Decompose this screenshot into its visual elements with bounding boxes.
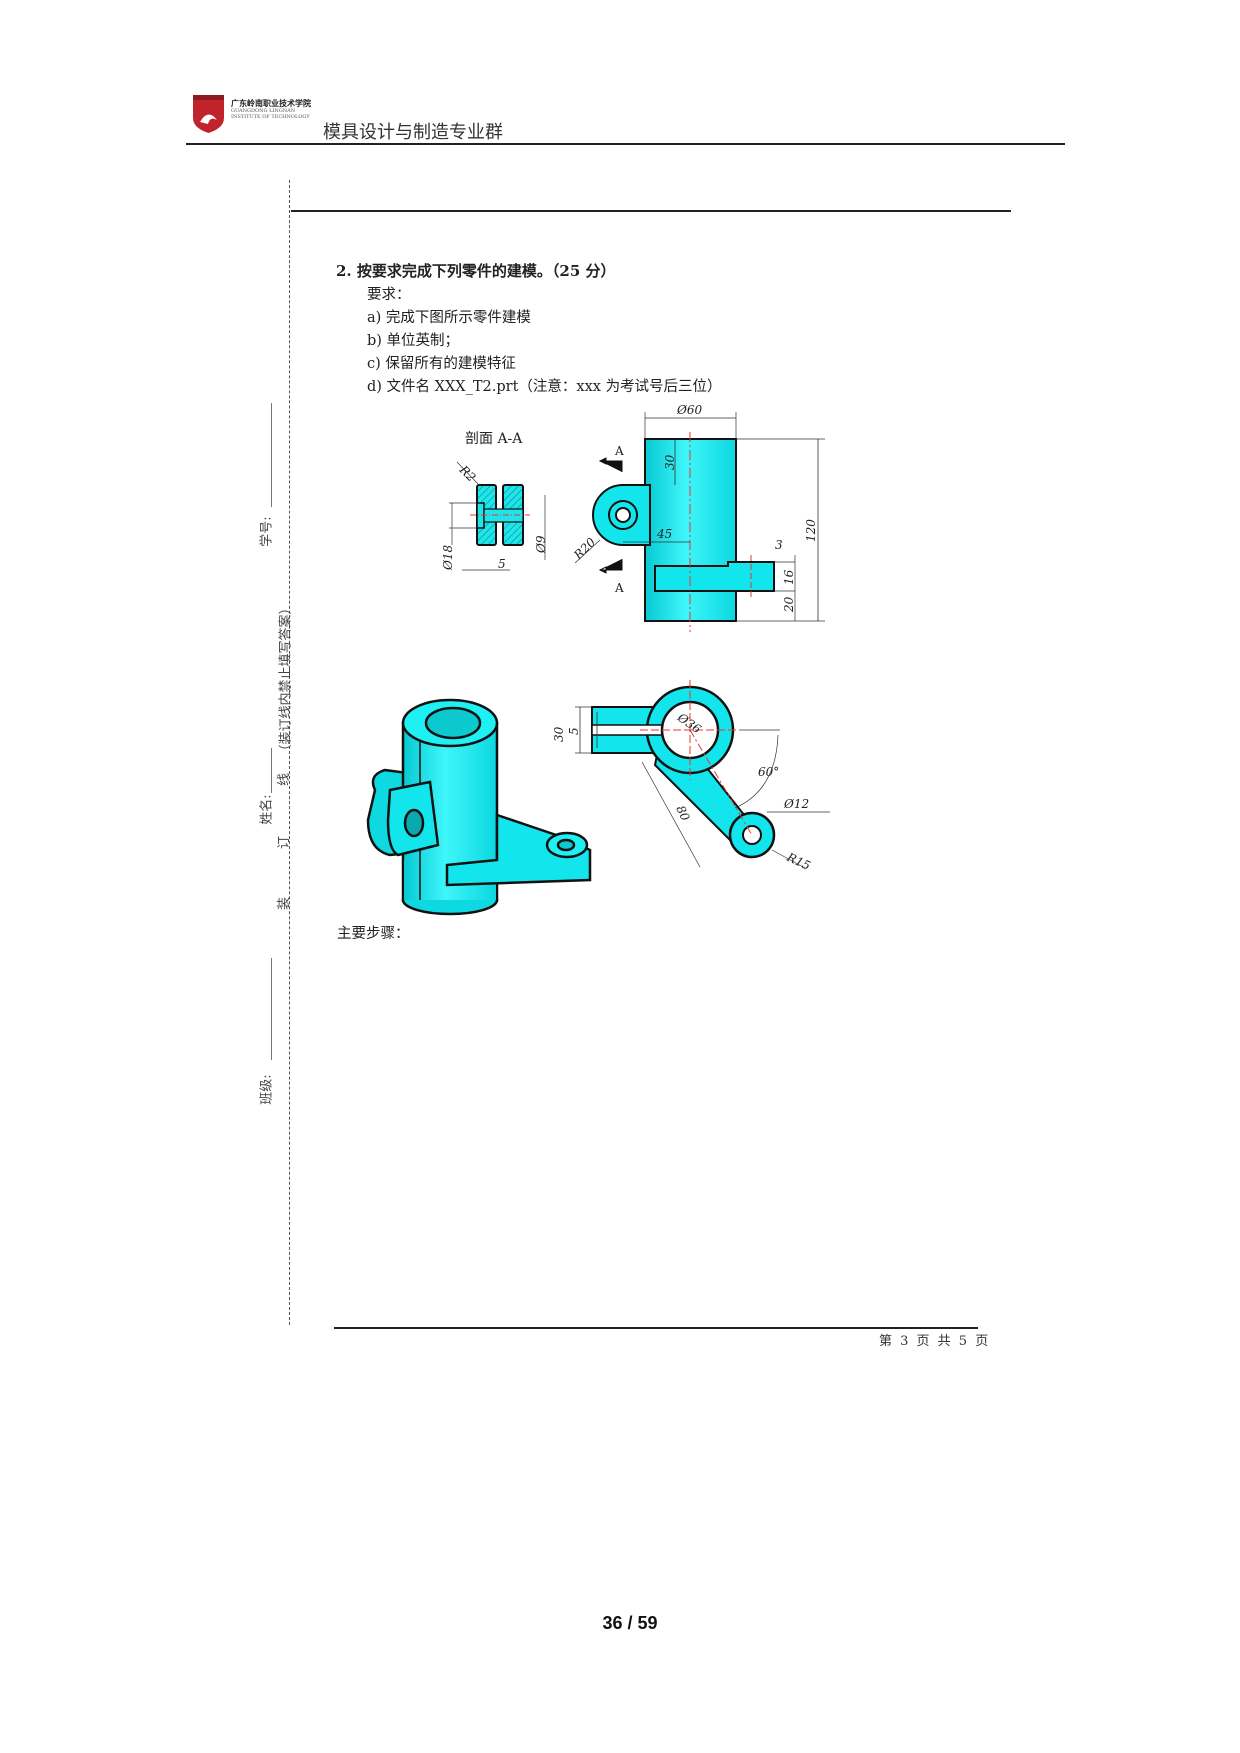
school-logo [192,94,225,134]
requirement-item: a) 完成下图所示零件建模 [367,310,531,326]
school-name-cn: 广东岭南职业技术学院 [231,99,311,108]
requirement-item: d) 文件名 XXX_T2.prt（注意：xxx 为考试号后三位） [367,379,722,395]
dim-d9: Ø9 [534,535,548,554]
dim-20: 20 [782,596,796,613]
dim-d60: Ø60 [676,403,702,417]
section-mark-a-bottom: A [614,581,624,595]
question-title: 2. 按要求完成下列零件的建模。（25 分） [336,262,616,280]
dim-80: 80 [673,803,692,823]
viewer-page-indicator: 36 / 59 [602,1613,658,1633]
section-mark-a-top: A [614,444,624,458]
isometric-view [366,698,592,916]
top-rule [291,210,1011,212]
name-blank [271,748,272,793]
requirement-item: b) 单位英制； [367,333,460,349]
dim-30: 30 [663,454,677,470]
dim-d18: Ø18 [441,545,455,571]
dim-d12: Ø12 [783,797,809,811]
dim-60-deg: 60° [758,765,779,779]
main-steps-label: 主要步骤： [337,926,410,942]
footer-rule [334,1327,978,1329]
dim-16: 16 [782,569,796,585]
dim-3: 3 [775,538,783,552]
dim-r20: R20 [571,535,599,563]
section-view-a-a: 剖面 A-A R2 Ø18 Ø9 5 [441,431,548,571]
page-of-total: 第 3 页 共 5 页 [879,1334,991,1349]
dim-r15: R15 [784,850,813,873]
dim-30-top: 30 [552,726,566,742]
top-view: 30 5 Ø36 60° Ø12 80 R15 [552,680,830,873]
class-blank [271,958,272,1060]
dim-5-top: 5 [567,727,581,735]
department-title: 模具设计与制造专业群 [323,122,503,143]
section-title: 剖面 A-A [465,431,523,447]
student-id-blank [271,403,272,507]
front-view: Ø60 120 30 45 R20 A A 3 16 20 [571,403,825,632]
binding-dashed-line [289,180,290,1325]
dim-5: 5 [498,557,506,571]
requirement-item: c) 保留所有的建模特征 [367,356,516,372]
school-name-en: GUANGDONG LINGNAN INSTITUTE OF TECHNOLOG… [231,108,310,120]
requirements-label: 要求： [367,287,411,303]
dim-45: 45 [656,527,672,541]
header-rule [186,143,1065,145]
dim-120: 120 [804,519,818,542]
